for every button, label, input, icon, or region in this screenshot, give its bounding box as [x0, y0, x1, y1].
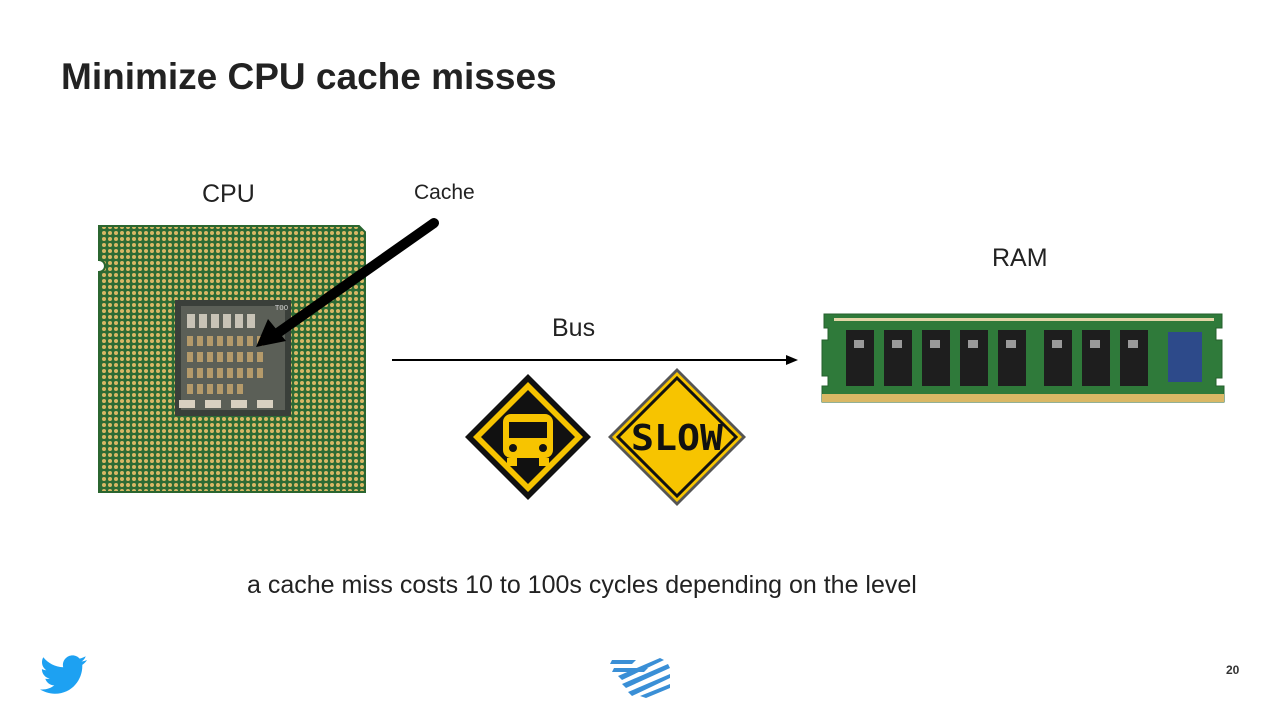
page-number: 20 — [1226, 663, 1240, 677]
chip-marking: T00 — [274, 304, 288, 312]
slow-sign: SLOW — [606, 366, 748, 508]
twitter-bird-icon — [40, 655, 88, 695]
striped-logo-icon — [610, 652, 672, 698]
cache-label: Cache — [414, 181, 475, 204]
ram-image — [818, 310, 1230, 406]
caption-text: a cache miss costs 10 to 100s cycles dep… — [247, 571, 917, 599]
slide-title: Minimize CPU cache misses — [61, 56, 557, 97]
bus-icon — [503, 414, 553, 466]
cache-arrow — [250, 215, 445, 350]
bus-sign — [463, 372, 593, 502]
slow-sign-text: SLOW — [631, 418, 723, 459]
cpu-label: CPU — [202, 180, 255, 208]
cpu-image: T00 — [95, 224, 367, 496]
ram-label: RAM — [992, 244, 1048, 272]
bus-arrow — [390, 350, 800, 370]
bus-label: Bus — [552, 314, 596, 342]
